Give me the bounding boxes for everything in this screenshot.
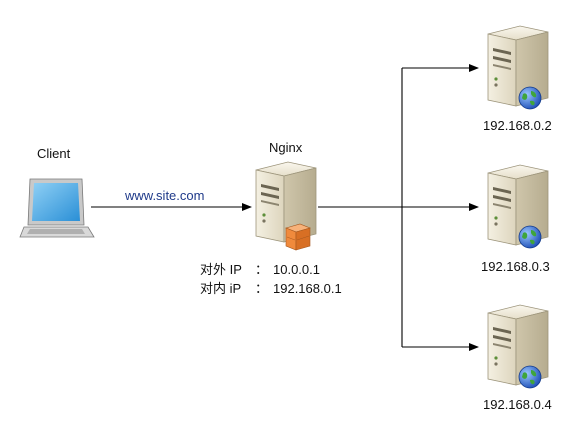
external-ip-key: 对外 IP	[200, 262, 242, 277]
backend-2-label: 192.168.0.3	[481, 259, 550, 274]
globe-icon	[518, 365, 542, 389]
external-ip-value: 10.0.0.1	[273, 262, 320, 277]
laptop-icon	[19, 178, 95, 238]
internal-ip-key: 对内 iP	[200, 281, 242, 296]
globe-icon	[518, 86, 542, 110]
firewall-icon	[285, 223, 311, 251]
link-label: www.site.com	[125, 188, 205, 203]
external-ip-row: 对外 IP ： 10.0.0.1	[200, 262, 320, 278]
nginx-server-icon	[255, 161, 317, 251]
backend-server-3-icon	[487, 304, 549, 389]
nginx-label: Nginx	[269, 140, 303, 155]
globe-icon	[518, 225, 542, 249]
internal-ip-row: 对内 iP ： 192.168.0.1	[200, 281, 342, 297]
backend-server-1-icon	[487, 25, 549, 110]
client-label: Client	[37, 146, 71, 161]
internal-ip-value: 192.168.0.1	[273, 281, 342, 296]
backend-1-label: 192.168.0.2	[483, 118, 552, 133]
backend-connectors	[318, 64, 479, 351]
backend-3-label: 192.168.0.4	[483, 397, 552, 412]
backend-server-2-icon	[487, 164, 549, 249]
external-ip-sep: ：	[255, 262, 269, 277]
internal-ip-sep: ：	[255, 281, 269, 296]
